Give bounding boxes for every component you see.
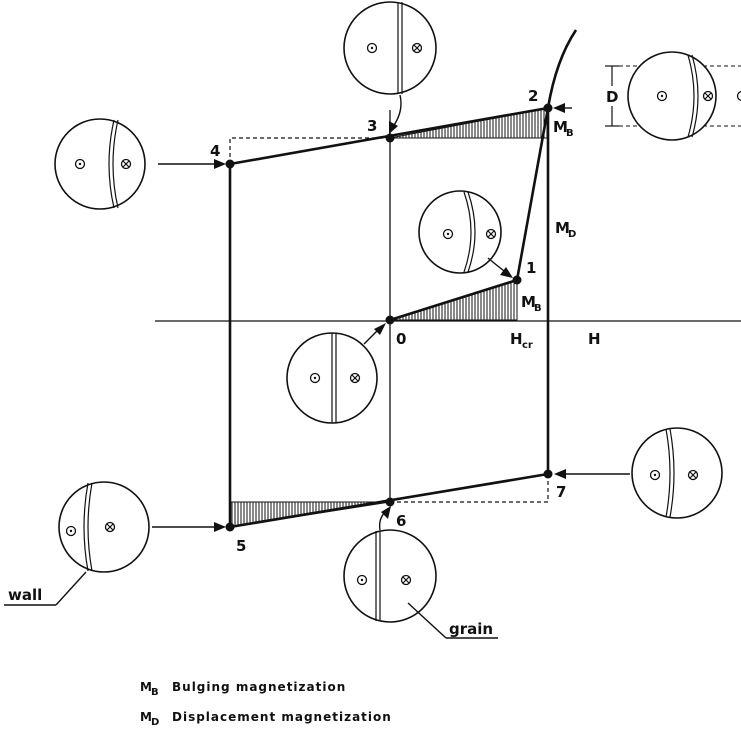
grain-state-6 bbox=[344, 530, 436, 622]
arrow-to-3 bbox=[389, 95, 401, 134]
wall-label: wall bbox=[8, 586, 42, 604]
h-axis-label: H bbox=[588, 330, 601, 348]
point-6-marker bbox=[386, 498, 395, 507]
grain-state-7 bbox=[632, 428, 722, 518]
point-7-marker bbox=[544, 470, 553, 479]
arrow-to-7 bbox=[554, 469, 630, 479]
grain-state-5 bbox=[59, 482, 149, 572]
arrow-to-1 bbox=[488, 258, 513, 278]
point-1-marker bbox=[513, 276, 522, 285]
arrow-to-5 bbox=[152, 522, 226, 532]
point-label-3: 3 bbox=[367, 117, 377, 135]
legend-md-subscript: D bbox=[151, 717, 159, 728]
point-0-marker bbox=[386, 316, 395, 325]
wall-callout: wall bbox=[4, 572, 86, 605]
arrow-to-2 bbox=[553, 103, 572, 113]
point-5-marker bbox=[226, 523, 235, 532]
grain-state-0 bbox=[287, 333, 377, 423]
mb-label-middle-sub: B bbox=[534, 303, 542, 314]
grain-state-1 bbox=[419, 191, 501, 273]
legend-mb-text: Bulging magnetization bbox=[172, 680, 346, 694]
saturation-curve bbox=[548, 30, 576, 108]
grain-state-2 bbox=[628, 52, 741, 140]
arrow-to-6 bbox=[380, 506, 391, 530]
point-label-2: 2 bbox=[528, 87, 538, 105]
point-label-4: 4 bbox=[210, 142, 220, 160]
md-label-sub: D bbox=[568, 229, 576, 240]
point-label-6: 6 bbox=[396, 512, 406, 530]
grain-state-4 bbox=[55, 119, 145, 209]
point-4-marker bbox=[226, 160, 235, 169]
mb-label-upper-sub: B bbox=[566, 128, 574, 139]
point-2-marker bbox=[544, 104, 553, 113]
d-label: D bbox=[606, 88, 618, 106]
h-cr-subscript: cr bbox=[522, 340, 533, 351]
point-label-0: 0 bbox=[396, 330, 406, 348]
h-cr-label: H bbox=[510, 330, 523, 348]
point-label-5: 5 bbox=[236, 537, 246, 555]
legend: M B Bulging magnetization M D Displaceme… bbox=[140, 680, 392, 728]
point-label-7: 7 bbox=[556, 483, 566, 501]
arrow-to-4 bbox=[158, 159, 226, 169]
arrow-to-0 bbox=[364, 323, 386, 344]
point-label-1: 1 bbox=[526, 259, 536, 277]
point-3-marker bbox=[386, 134, 395, 143]
grain-state-3 bbox=[344, 2, 436, 94]
legend-mb-subscript: B bbox=[151, 687, 159, 698]
grain-label: grain bbox=[449, 620, 493, 638]
legend-md-text: Displacement magnetization bbox=[172, 710, 392, 724]
